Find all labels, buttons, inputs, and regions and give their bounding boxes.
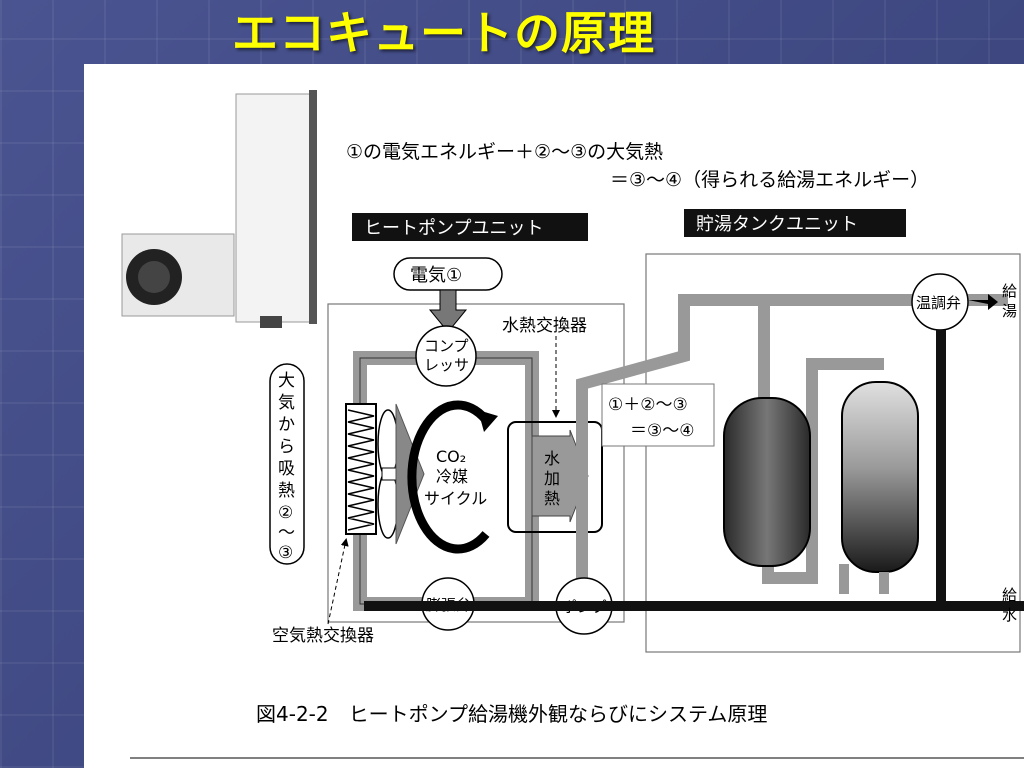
cycle-label: サイクル: [424, 489, 487, 508]
storage-tank-1: [723, 397, 811, 567]
water-heating-char2: 加: [544, 469, 560, 488]
svg-text:吸: 吸: [278, 459, 295, 479]
svg-text:熱: 熱: [278, 481, 295, 501]
heat-pump-unit-label: ヒートポンプユニット: [364, 218, 543, 239]
tank-frame: [645, 253, 1021, 653]
slide-title: エコキュートの原理: [232, 6, 655, 60]
water-heat-exchanger-label: 水熱交換器: [502, 316, 587, 336]
water-circuit-pipe: [576, 294, 804, 604]
svg-text:気: 気: [278, 393, 295, 413]
diagram-sheet: ①の電気エネルギー＋②～③の大気熱 ＝③～④（得られる給湯エネルギー） ヒートポ…: [84, 64, 1024, 768]
svg-text:③: ③: [278, 543, 293, 563]
electricity-arrow: [428, 289, 468, 333]
svg-text:大: 大: [278, 371, 295, 391]
air-absorb-box: [269, 363, 305, 565]
heat-balance-line1: ①＋②～③: [608, 395, 688, 415]
svg-text:か: か: [278, 415, 295, 435]
refrigerant-label: 冷媒: [436, 467, 468, 486]
water-heat-exchanger-box: [507, 421, 603, 533]
air-heat-exchanger-label: 空気熱交換器: [272, 626, 374, 646]
compressor: [415, 325, 477, 387]
hot-water-out-char2: 湯: [1002, 302, 1017, 320]
electricity-label: 電気①: [410, 265, 462, 286]
cycle-arrow: [407, 400, 490, 554]
svg-text:～: ～: [278, 523, 295, 543]
equation-line1: ①の電気エネルギー＋②～③の大気熱: [346, 141, 663, 163]
cold-water-in-char1: 給: [1002, 586, 1017, 604]
heat-pump-header-box: [352, 213, 588, 241]
compressor-label2: レッサ: [424, 356, 469, 374]
tank-unit-label: 貯湯タンクユニット: [696, 214, 858, 235]
svg-text:②: ②: [278, 503, 293, 523]
equation-line2: ＝③～④（得られる給湯エネルギー）: [610, 169, 929, 191]
heat-pump-frame: [327, 303, 625, 623]
svg-text:ら: ら: [278, 437, 295, 457]
bypass-pipe: [936, 330, 946, 606]
figure-caption: 図4-2-2 ヒートポンプ給湯機外観ならびにシステム原理: [256, 702, 767, 726]
system-diagram: ①の電気エネルギー＋②～③の大気熱 ＝③～④（得られる給湯エネルギー） ヒートポ…: [121, 90, 1024, 759]
water-heating-char3: 熱: [544, 489, 560, 508]
tank-header-box: [684, 209, 906, 237]
heat-balance-box: [601, 383, 715, 447]
heat-balance-line2: ＝③～④: [630, 421, 694, 441]
water-heating-char1: 水: [544, 449, 560, 468]
mixing-valve-label: 温調弁: [916, 294, 961, 312]
product-illustration: [121, 90, 317, 328]
cold-water-in-char2: 水: [1002, 606, 1017, 624]
storage-tank-2: [841, 381, 919, 573]
co2-label: CO₂: [436, 447, 466, 466]
compressor-label1: コンプ: [424, 337, 469, 355]
hot-water-out-char1: 給: [1002, 282, 1017, 300]
